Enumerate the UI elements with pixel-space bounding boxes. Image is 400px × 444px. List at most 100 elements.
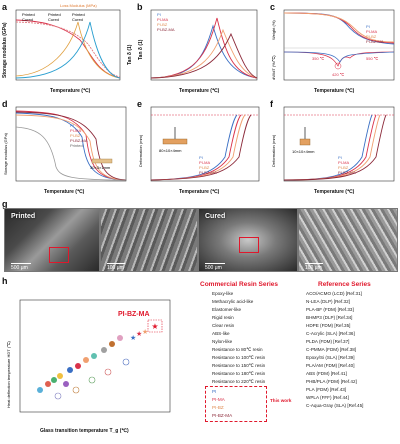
- chart-b: Temperature (℃) Tan δ (1) PI PI-MA PI-BZ…: [138, 9, 258, 94]
- y-label: Deformation (mm): [271, 134, 276, 167]
- legend-a: Printed Cured Printed Cured Printed Cure…: [22, 12, 85, 22]
- legend-item: Cured: [72, 17, 83, 22]
- scale-bar: 500 μm: [205, 265, 222, 271]
- panel-c: c Temperature (℃) Weight (%) dW/dT (%/℃)…: [266, 0, 400, 95]
- chart-f: Temperature (℃) Deformation (mm) 10×10×4…: [271, 106, 395, 195]
- legend-item: PI-MA: [70, 128, 81, 133]
- specimen-label: 10×10×4mm: [292, 149, 315, 154]
- annotation: 550 ℃: [366, 56, 379, 61]
- panel-label: e: [137, 99, 143, 109]
- legend-item: PI-BZ: [157, 22, 168, 27]
- legend-item: PI-MA: [212, 397, 225, 402]
- panel-label: h: [2, 276, 8, 286]
- svg-text:★: ★: [151, 322, 158, 331]
- legend-item: Printed: [48, 12, 61, 17]
- chart-h: Glass transition temperature T_g (℃) Hea…: [6, 299, 171, 434]
- legend-item: Cured: [22, 17, 33, 22]
- legend-item: HDPE (FDM) [Ref.35]: [306, 323, 351, 328]
- legend-item: WPLA (FFF) [Ref.44]: [306, 395, 349, 400]
- sem-image-printed: Printed 500 μm: [4, 208, 100, 272]
- panel-label: d: [2, 99, 8, 109]
- legend-item: Resistance to 150℃ resin: [212, 363, 266, 368]
- legend-c: PI PI-MA PI-BZ PI-BZ-MA: [366, 24, 384, 44]
- legend-item: PI-MA: [157, 17, 168, 22]
- panel-label: b: [137, 2, 143, 12]
- specimen-icon: [91, 158, 113, 164]
- series-PI-BZ-MA: [150, 32, 258, 79]
- legend-item: Elastomer-like: [212, 307, 242, 312]
- legend-item: PI-BZ-MA: [338, 170, 356, 175]
- legend-item: Resistance to 100℃ resin: [212, 355, 266, 360]
- y-label: Deformation (mm): [138, 134, 143, 167]
- legend-item: Methacrylic acid-like: [212, 299, 254, 304]
- scale-bar: 100 μm: [107, 265, 124, 271]
- specimen-label: 30×3×1mm: [90, 165, 111, 170]
- panel-b: b Temperature (℃) Tan δ (1) PI PI-MA PI-…: [133, 0, 266, 95]
- series-PI-BZ: [150, 28, 258, 79]
- panel-e: e Temperature (℃) Deformation (mm) 80×10…: [133, 97, 266, 197]
- series-storage-cured: [15, 21, 121, 78]
- series-PI-MA: [150, 17, 258, 79]
- legend-item: PI: [157, 12, 161, 17]
- panel-h-chart: Glass transition temperature T_g (℃) Hea…: [0, 280, 178, 439]
- legend-item: PI-BZ: [212, 405, 224, 410]
- legend-e: PI PI-MA PI-BZ PI-BZ-MA: [199, 155, 217, 175]
- legend-item: Cured: [48, 17, 59, 22]
- legend-item: ACO/ACMO (LCD) [Ref.31]: [306, 291, 362, 296]
- legend-item: PHB/PLA (FDM) [Ref.42]: [306, 379, 357, 384]
- series-tan: [15, 21, 121, 79]
- legend-item: Printed: [72, 12, 85, 17]
- legend-d: PI PI-MA PI-BZ PI-BZ-MA Printed: [70, 123, 88, 148]
- sem-image-cured: Cured 500 μm: [198, 208, 298, 272]
- y-label-top: Weight (%): [271, 20, 276, 40]
- legend-item: C-PMMA (FDM) [Ref.38]: [306, 347, 357, 352]
- legend-item: ABS-like: [212, 331, 230, 336]
- legend-item: Resistance to 80℃ resin: [212, 347, 263, 352]
- this-work-label: This work: [270, 398, 292, 403]
- top-axis-title: Loss Modulus (MPa): [60, 3, 97, 8]
- chart-e: Temperature (℃) Deformation (mm) 80×10×4…: [138, 106, 260, 195]
- legend-item: PI-BZ-MA: [199, 170, 217, 175]
- legend-item: C-Aqua-Gray (SLA) [Ref.45]: [306, 403, 364, 408]
- svg-text:★: ★: [130, 334, 136, 342]
- series-storage-printed: [15, 19, 121, 79]
- chart-c: Temperature (℃) Weight (%) dW/dT (%/℃) 3…: [271, 9, 395, 94]
- legend-item: PI-BZ-MA: [366, 39, 384, 44]
- annotation: 420 ℃: [332, 72, 345, 77]
- legend-item: PI-MA: [338, 160, 349, 165]
- legend-item: PI-BZ-MA: [70, 138, 88, 143]
- annotation: 350 ℃: [312, 56, 325, 61]
- chart-d: Temperature (℃) Storage modulus (GPa) PI…: [3, 106, 127, 195]
- legend-item: Resistance to 180℃ resin: [212, 371, 266, 376]
- x-label: Temperature (℃): [179, 87, 220, 94]
- image-title: Cured: [205, 213, 226, 220]
- panel-f: f Temperature (℃) Deformation (mm) 10×10…: [266, 97, 400, 197]
- legend-item: N-LEA (DLP) [Ref.32]: [306, 299, 350, 304]
- legend-item: PI-BZ: [338, 165, 349, 170]
- chart-a: Loss Modulus (MPa) Temperature (℃) Stora…: [2, 3, 133, 94]
- y-label: Heat deflection temperature HDT (℃): [6, 340, 11, 408]
- x-label: Glass transition temperature T_g (℃): [40, 427, 129, 434]
- legend-item: PLA (FDM) [Ref.43]: [306, 387, 347, 392]
- y-label-right: Tan δ (1): [127, 44, 133, 65]
- legend-item: C-Acrylic (SLA) [Ref.36]: [306, 331, 355, 336]
- panel-label: c: [270, 2, 276, 12]
- legend-b: PI PI-MA PI-BZ PI-BZ-MA: [157, 12, 175, 32]
- legend-item: PI: [338, 155, 342, 160]
- legend-item: PI-BZ: [199, 165, 210, 170]
- legend-item: PI: [212, 389, 217, 394]
- panel-a: a Loss Modulus (MPa) Temperature (℃) Sto…: [0, 0, 133, 95]
- legend-item: PI: [199, 155, 203, 160]
- legend-item: PI-MA: [199, 160, 210, 165]
- specimen-icon: [162, 138, 188, 145]
- scale-bar: 100 μm: [305, 265, 322, 271]
- x-label: Temperature (℃): [44, 188, 85, 195]
- legend-item: PI: [70, 123, 74, 128]
- legend-f: PI PI-MA PI-BZ PI-BZ-MA: [338, 155, 356, 175]
- legend-item: BHMP3 (DLP) [Ref.34]: [306, 315, 353, 320]
- panel-label: g: [2, 199, 8, 209]
- legend-item: PI-BZ-MA: [157, 27, 175, 32]
- sem-image-cured-zoom: 100 μm: [298, 208, 398, 272]
- series-loss: [15, 21, 121, 79]
- x-label: Temperature (℃): [314, 87, 355, 94]
